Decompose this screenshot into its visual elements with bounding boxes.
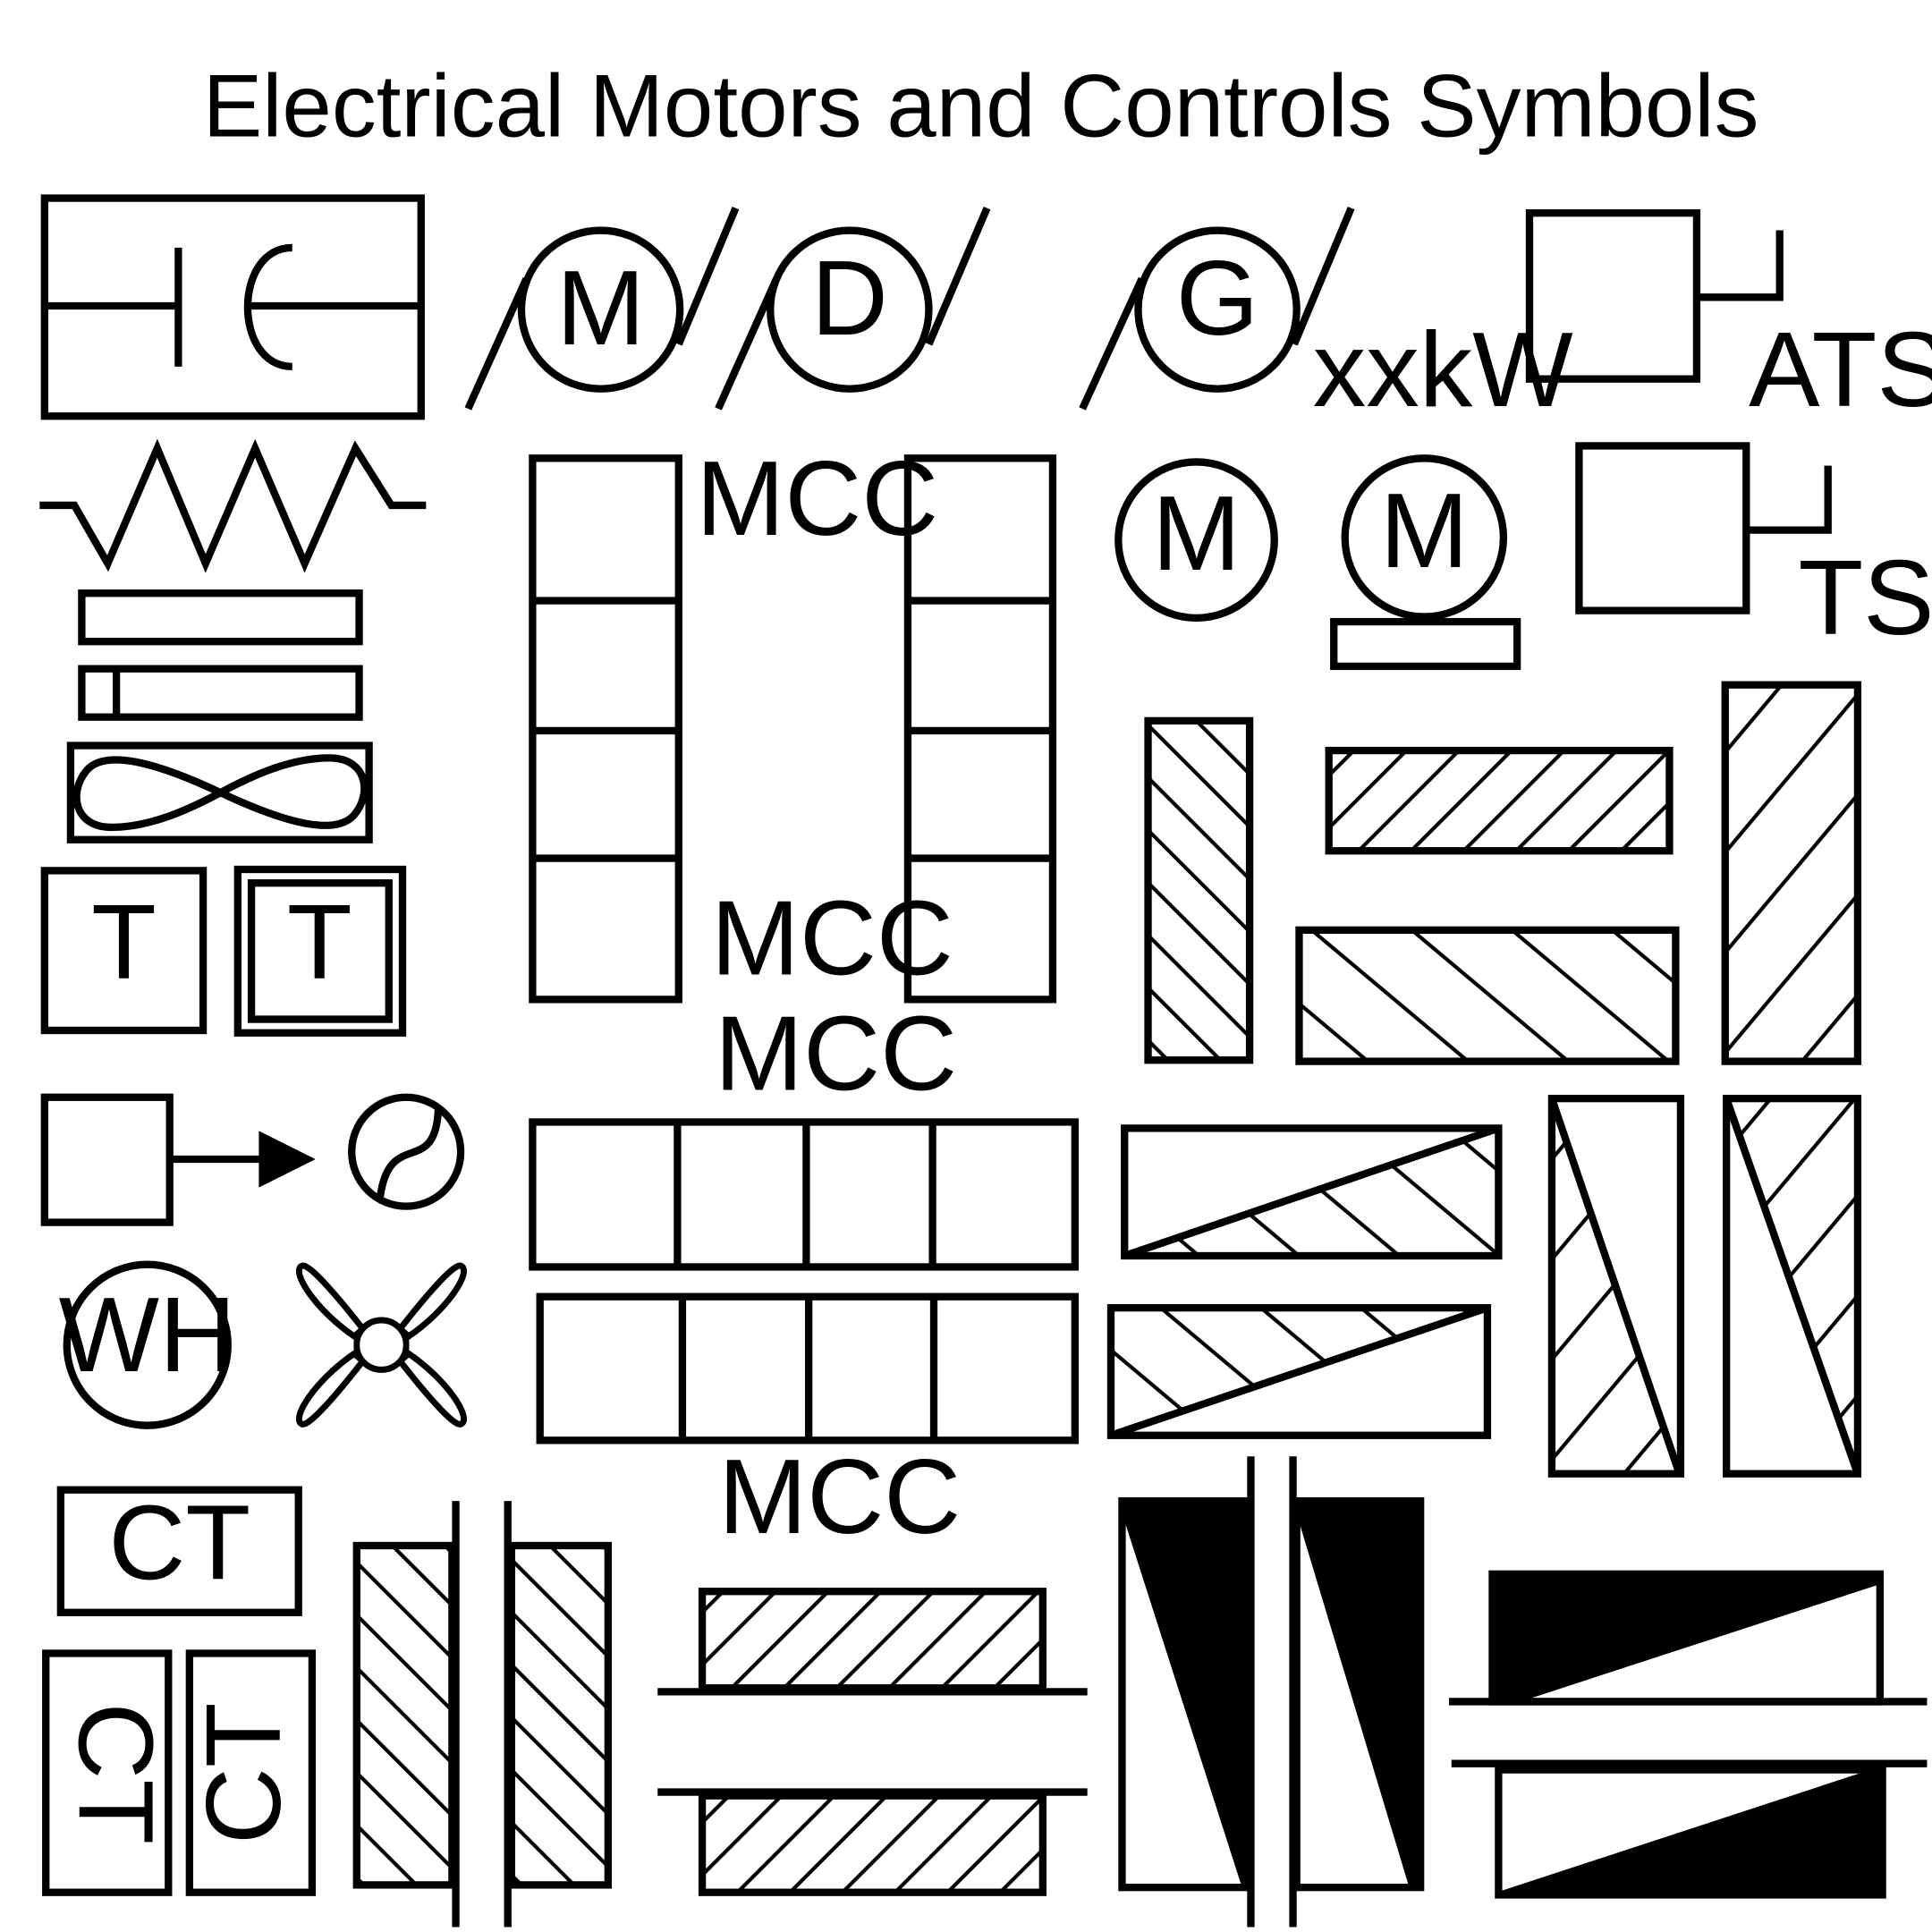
base-motor-label: M xyxy=(1380,471,1469,590)
mcc-vertical-2-symbol xyxy=(903,454,1057,1004)
heater-resistor-symbol xyxy=(39,438,427,573)
mcc-vertical-symbol xyxy=(529,454,682,1004)
generator-connection-label: G xyxy=(1176,239,1259,358)
hatched-panel-wide-symbol xyxy=(1295,926,1680,1065)
ct-label: CT xyxy=(108,1483,250,1602)
fan-symbol xyxy=(295,1262,467,1428)
ats-label: ATS xyxy=(1749,310,1932,429)
box-arrow-symbol xyxy=(40,1093,316,1226)
ct-rotated-left-label: CT xyxy=(56,1702,175,1844)
ct-horizontal-symbol: CT xyxy=(56,1483,302,1616)
mcc-lower-vertical-label: MCC xyxy=(711,879,953,998)
solid-bus-bottom-symbol xyxy=(1451,1759,1928,1899)
diagonal-panel-4-symbol xyxy=(1723,1095,1862,1478)
solid-diagonal-right-symbol xyxy=(1292,1497,1425,1892)
mcc-upper-label: MCC xyxy=(696,439,938,558)
mcc-horizontal-label: MCC xyxy=(715,994,957,1113)
generator-connection-symbol: G xyxy=(1079,207,1355,411)
hatched-panel-vertical-symbol xyxy=(1144,716,1254,1064)
ts-label: TS xyxy=(1798,538,1932,657)
hatched-panel-horizontal-symbol xyxy=(1325,746,1674,855)
thermostat-label: T xyxy=(91,883,157,1002)
bar-strip-end-symbol xyxy=(78,665,363,721)
hatched-bus-top-symbol xyxy=(657,1588,1088,1696)
infinity-lamp-symbol xyxy=(66,741,373,843)
water-heater-label: WH xyxy=(59,1275,236,1394)
ct-rotated-right-label: CT xyxy=(184,1702,303,1844)
page-title: Electrical Motors and Controls Symbols xyxy=(203,56,1759,156)
mcc-horizontal-symbol xyxy=(529,1118,1079,1271)
diagonal-panel-2-symbol xyxy=(1106,1304,1492,1439)
capacitor-symbol xyxy=(40,194,425,420)
solid-diagonal-left-symbol xyxy=(1118,1497,1250,1892)
circle-curve-symbol xyxy=(348,1093,465,1210)
ct-rotated-right-symbol: CT xyxy=(184,1649,317,1896)
mcc-bottom-label: MCC xyxy=(718,1437,961,1556)
ats-symbol: ATS xyxy=(1525,208,1932,429)
hatched-bus-left-symbol xyxy=(352,1501,460,1928)
generator-rating-label: xxkW xyxy=(1313,310,1573,429)
motor-connection-label: M xyxy=(556,249,645,368)
water-heater-symbol: WH xyxy=(59,1260,236,1429)
motor-connection-symbol: M xyxy=(464,207,740,411)
hatched-bus-right-symbol xyxy=(504,1501,612,1928)
hatched-panel-tall-symbol xyxy=(1721,681,1862,1065)
ts-symbol: TS xyxy=(1575,442,1932,657)
motor-label: M xyxy=(1152,474,1241,593)
mcc-horizontal-2-symbol xyxy=(536,1292,1079,1445)
ct-rotated-left-symbol: CT xyxy=(42,1649,175,1896)
damper-connection-label: D xyxy=(811,239,888,358)
thermostat-double-symbol: T xyxy=(233,865,407,1037)
base-motor-symbol: M xyxy=(1330,454,1521,671)
damper-connection-symbol: D xyxy=(715,206,991,411)
solid-bus-top-symbol xyxy=(1449,1570,1928,1706)
motor-symbol: M xyxy=(1114,458,1278,623)
diagonal-panel-1-symbol xyxy=(1121,1124,1503,1260)
thermostat-double-label: T xyxy=(287,883,352,1002)
thermostat-symbol: T xyxy=(40,867,208,1035)
bar-strip-symbol xyxy=(78,589,363,646)
diagonal-panel-3-symbol xyxy=(1547,1095,1685,1478)
hatched-bus-bottom-symbol xyxy=(657,1788,1088,1896)
